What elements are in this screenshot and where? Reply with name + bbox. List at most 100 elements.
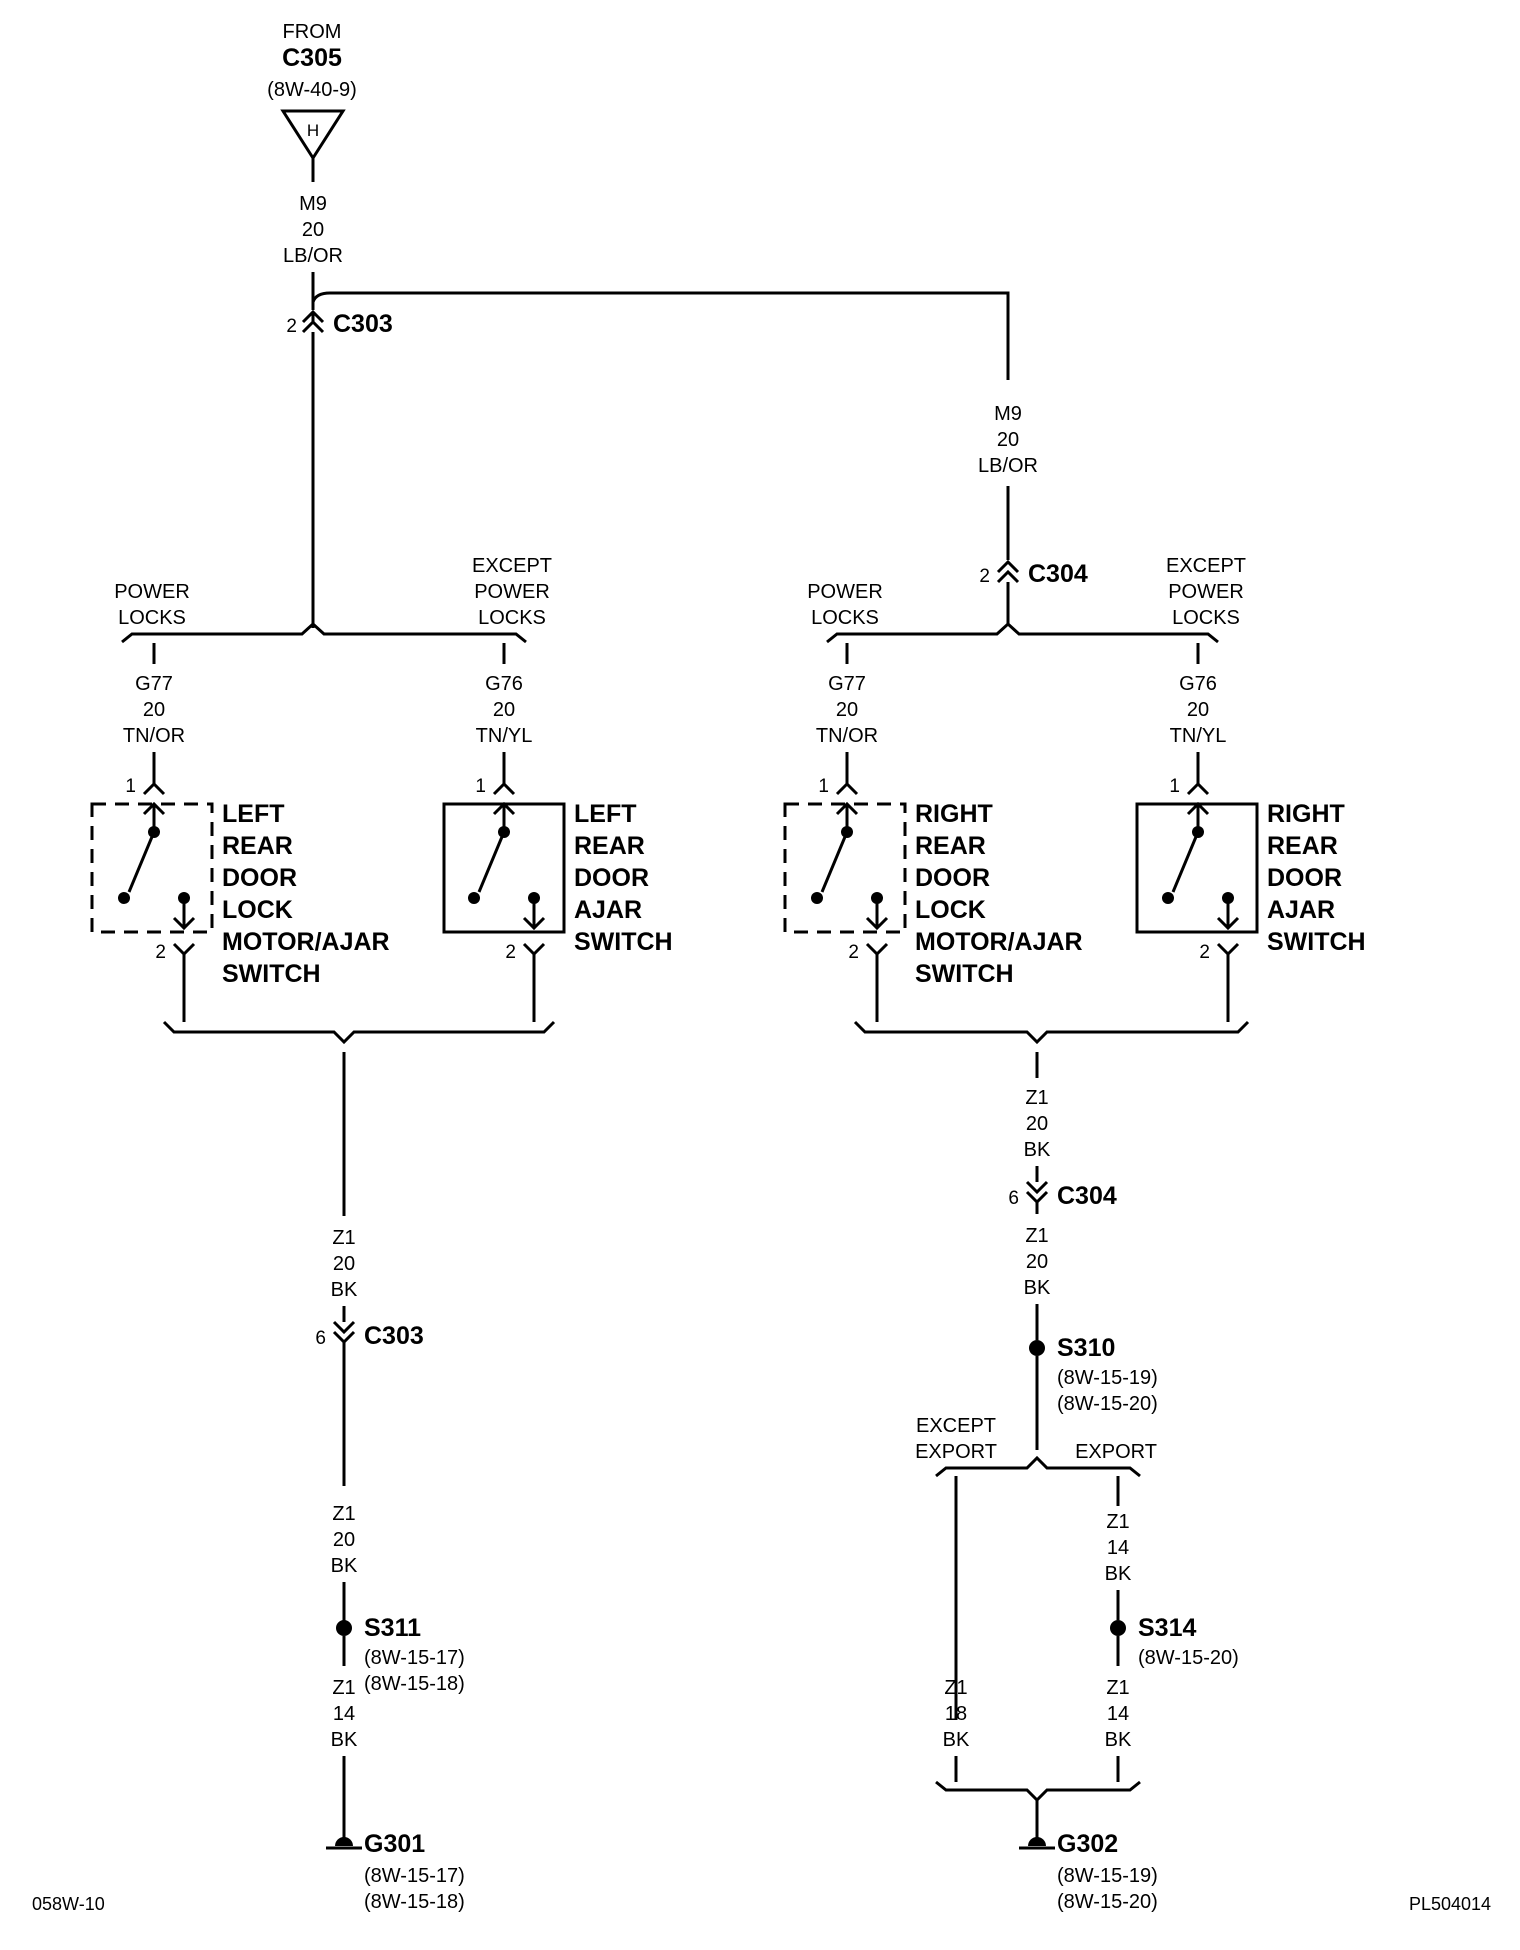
connector-c304-bottom: 6 C304 <box>1008 1180 1117 1214</box>
s314-ref-1: (8W-15-20) <box>1138 1647 1239 1669</box>
left-ajar-label-2: REAR <box>574 832 645 860</box>
source-pin: H <box>307 121 319 140</box>
export-bus: EXCEPT EXPORT EXPORT <box>915 1415 1157 1720</box>
wire-z1-right-e: Z1 18 BK <box>943 1677 970 1782</box>
wire-m9-top-circuit: M9 <box>299 193 327 215</box>
s310-name: S310 <box>1057 1334 1115 1362</box>
right-lock-motor-switch: RIGHT REAR DOOR LOCK MOTOR/AJAR SWITCH 2 <box>783 800 1083 1022</box>
left-lock-label-1: LEFT <box>222 800 285 828</box>
left-lock-label-2: REAR <box>222 832 293 860</box>
wire-z1-left-b-color: BK <box>331 1555 358 1577</box>
right-except-option-1: EXCEPT <box>1166 555 1246 577</box>
c303-bottom-pin: 6 <box>315 1328 326 1349</box>
wire-m9-top: M9 20 LB/OR <box>283 158 343 310</box>
footer-right-code: PL504014 <box>1409 1894 1491 1914</box>
g302-name: G302 <box>1057 1830 1118 1858</box>
left-ajar-pin-1: 1 <box>475 776 486 797</box>
left-lock-pin-1: 1 <box>125 776 136 797</box>
except-export-2: EXPORT <box>915 1441 997 1463</box>
g301-ref-2: (8W-15-18) <box>364 1891 465 1913</box>
left-upper-bus: POWER LOCKS EXCEPT POWER LOCKS <box>114 555 552 664</box>
left-lower-bus <box>162 1020 556 1045</box>
left-power-option-2: LOCKS <box>118 607 186 629</box>
except-export-1: EXCEPT <box>916 1415 996 1437</box>
right-ajar-pin-2: 2 <box>1199 942 1210 963</box>
left-lock-label-4: LOCK <box>222 896 293 924</box>
source-pin-triangle <box>280 109 346 161</box>
wire-z1-right-a-circuit: Z1 <box>1025 1087 1048 1109</box>
left-ajar-label-5: SWITCH <box>574 928 673 956</box>
left-lock-dashed-box <box>90 802 214 934</box>
wire-z1-right-e-color: BK <box>943 1729 970 1751</box>
wire-z1-left-a-gauge: 20 <box>333 1253 355 1275</box>
wire-g77-left-circuit: G77 <box>135 673 173 695</box>
right-power-option-1: POWER <box>807 581 883 603</box>
wire-m9-branch <box>311 291 1010 380</box>
right-ajar-label-2: REAR <box>1267 832 1338 860</box>
wire-g77-right-circuit: G77 <box>828 673 866 695</box>
wire-z1-left-c-circuit: Z1 <box>332 1677 355 1699</box>
right-lock-label-3: DOOR <box>915 864 990 892</box>
ground-g302: G302 (8W-15-19) (8W-15-20) <box>1019 1830 1158 1913</box>
s311-name: S311 <box>364 1614 421 1642</box>
right-lock-label-2: REAR <box>915 832 986 860</box>
wire-g76-left: G76 20 TN/YL 1 <box>475 673 532 797</box>
s311-ref-2: (8W-15-18) <box>364 1673 465 1695</box>
wire-z1-left-b: Z1 20 BK <box>331 1503 358 1622</box>
splice-s311: S311 (8W-15-17) (8W-15-18) <box>336 1614 465 1695</box>
left-ajar-label-3: DOOR <box>574 864 649 892</box>
wire-z1-right-d: Z1 14 BK <box>1105 1677 1132 1782</box>
splice-s314: S314 (8W-15-20) <box>1110 1614 1239 1669</box>
wire-z1-left-a-circuit: Z1 <box>332 1227 355 1249</box>
wire-g77-right-gauge: 20 <box>836 699 858 721</box>
connector-c304-top: 2 C304 <box>979 559 1088 624</box>
g301-name: G301 <box>364 1830 425 1858</box>
left-ajar-pin-2: 2 <box>505 942 516 963</box>
left-power-option-1: POWER <box>114 581 190 603</box>
ground-g301: G301 (8W-15-17) (8W-15-18) <box>326 1830 465 1913</box>
wire-z1-left-c: Z1 14 BK <box>331 1677 358 1846</box>
wire-m9-right-gauge: 20 <box>997 429 1019 451</box>
right-ajar-label-3: DOOR <box>1267 864 1342 892</box>
wire-z1-right-e-gauge: 18 <box>945 1703 967 1725</box>
export-option: EXPORT <box>1075 1441 1157 1463</box>
footer-left-code: 058W-10 <box>32 1894 105 1914</box>
right-lock-label-6: SWITCH <box>915 960 1014 988</box>
c304-top-name: C304 <box>1028 560 1088 588</box>
c304-bottom-pin: 6 <box>1008 1188 1019 1209</box>
right-lock-label-4: LOCK <box>915 896 986 924</box>
wire-m9-right-circuit: M9 <box>994 403 1022 425</box>
wire-z1-right-d-color: BK <box>1105 1729 1132 1751</box>
wire-m9-right-color: LB/OR <box>978 455 1038 477</box>
wire-z1-left-c-gauge: 14 <box>333 1703 355 1725</box>
wire-m9-top-gauge: 20 <box>302 219 324 241</box>
left-lock-label-6: SWITCH <box>222 960 321 988</box>
ground-merge-bus <box>935 1780 1141 1803</box>
wire-g76-left-gauge: 20 <box>493 699 515 721</box>
right-upper-bus: POWER LOCKS EXCEPT POWER LOCKS <box>807 555 1246 664</box>
left-lock-label-5: MOTOR/AJAR <box>222 928 390 956</box>
wire-z1-right-c-gauge: 14 <box>1107 1537 1129 1559</box>
left-lock-pin-2: 2 <box>155 942 166 963</box>
source-connector-name: C305 <box>282 44 342 72</box>
wire-z1-right-a-color: BK <box>1024 1139 1051 1161</box>
source-c305: FROM C305 (8W-40-9) H <box>267 21 357 161</box>
right-except-option-2: POWER <box>1168 581 1244 603</box>
right-lock-pin-2: 2 <box>848 942 859 963</box>
splice-s310: S310 (8W-15-19) (8W-15-20) <box>1029 1334 1158 1450</box>
left-ajar-label-1: LEFT <box>574 800 637 828</box>
wire-m9-right: M9 20 LB/OR <box>978 403 1038 560</box>
wire-z1-left-b-gauge: 20 <box>333 1529 355 1551</box>
c303-top-pin: 2 <box>286 316 297 337</box>
right-ajar-label-5: SWITCH <box>1267 928 1366 956</box>
wire-z1-right-b-color: BK <box>1024 1277 1051 1299</box>
left-lock-motor-switch: LEFT REAR DOOR LOCK MOTOR/AJAR SWITCH 2 <box>90 800 390 1022</box>
wire-g76-left-color: TN/YL <box>476 725 533 747</box>
left-except-option-3: LOCKS <box>478 607 546 629</box>
c304-top-pin: 2 <box>979 566 990 587</box>
wire-z1-right-c-circuit: Z1 <box>1106 1511 1129 1533</box>
right-ajar-pin-1: 1 <box>1169 776 1180 797</box>
c303-bottom-name: C303 <box>364 1322 424 1350</box>
s310-ref-1: (8W-15-19) <box>1057 1367 1158 1389</box>
